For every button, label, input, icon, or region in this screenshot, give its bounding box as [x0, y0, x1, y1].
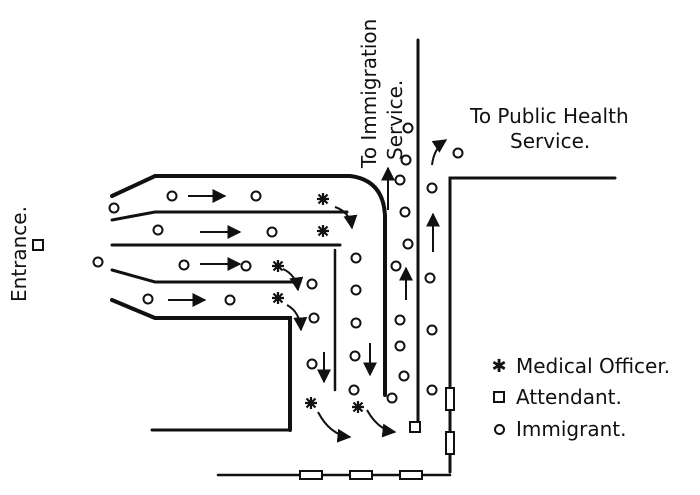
immigrant-icon [350, 317, 362, 329]
immigrant-icon [92, 256, 104, 268]
immigrant-icon [394, 340, 406, 352]
immigrant-icon [350, 252, 362, 264]
legend-medical-officer-text: Medical Officer. [516, 354, 671, 378]
to-immigration-label-line1: To Immigration [357, 18, 381, 168]
to-public-health-label-line2: Service. [510, 129, 591, 153]
immigrant-icon [426, 324, 438, 336]
medical-officer-icon [272, 292, 284, 304]
immigrant-icon [250, 190, 262, 202]
immigrant-icon [224, 294, 236, 306]
lane-divider-1 [110, 210, 349, 222]
flow-arrow [431, 139, 448, 166]
immigrants [92, 122, 464, 404]
immigrant-icon [394, 174, 406, 186]
door [399, 470, 423, 480]
public-health-wall [448, 176, 617, 474]
medical-officer-icon [317, 193, 329, 205]
attendants [32, 239, 421, 433]
flow-arrow [317, 411, 352, 443]
immigrant-icon [424, 272, 436, 284]
flow-arrow [334, 206, 358, 230]
lane-divider-3 [110, 268, 302, 284]
immigrant-icon [152, 224, 164, 236]
flow-arrows [168, 139, 448, 443]
entrance-bottom-wall [110, 298, 292, 432]
flow-arrow [282, 268, 304, 292]
door [445, 431, 455, 455]
medical-officer-legend-icon: ✱ [491, 355, 507, 377]
immigrant-icon [240, 260, 252, 272]
medical-officer-icon [272, 260, 284, 272]
immigrant-icon [452, 147, 464, 159]
to-immigration-label-line2: Service. [383, 79, 407, 160]
doors [299, 387, 455, 480]
medical-officer-icon [305, 397, 317, 409]
attendant-icon [32, 239, 44, 251]
legend-attendant: Attendant. [488, 384, 622, 410]
immigrant-icon [390, 260, 402, 272]
flow-arrow [286, 304, 308, 332]
immigrant-legend-icon [488, 419, 510, 440]
immigrant-icon [349, 350, 361, 362]
door [299, 470, 323, 480]
medical-officers [272, 193, 364, 413]
immigrant-icon [402, 238, 414, 250]
legend-attendant-text: Attendant. [516, 385, 622, 409]
attendant-icon [409, 421, 421, 433]
immigrant-icon [400, 154, 412, 166]
immigrant-icon [166, 190, 178, 202]
entrance-label: Entrance. [7, 206, 31, 302]
immigrant-icon [178, 259, 190, 271]
immigrant-icon [386, 392, 398, 404]
immigrant-icon [266, 226, 278, 238]
immigrant-icon [402, 122, 414, 134]
walls [110, 38, 617, 477]
medical-officer-icon [317, 225, 329, 237]
legend-immigrant-text: Immigrant. [516, 417, 627, 441]
immigrant-icon [306, 278, 318, 290]
immigrant-icon [399, 206, 411, 218]
immigrant-icon [426, 182, 438, 194]
legend-immigrant: Immigrant. [488, 416, 626, 442]
medical-officer-icon [352, 401, 364, 413]
door [349, 470, 373, 480]
immigrant-icon [426, 384, 438, 396]
immigrant-icon [398, 370, 410, 382]
legend-medical-officer: ✱ Medical Officer. [488, 353, 670, 379]
flow-arrow [366, 409, 397, 438]
immigrant-icon [348, 384, 360, 396]
immigrant-icon [394, 314, 406, 326]
attendant-legend-icon [488, 387, 510, 408]
immigrant-icon [108, 202, 120, 214]
immigrant-icon [306, 358, 318, 370]
door [445, 387, 455, 411]
immigrant-icon [308, 312, 320, 324]
immigrant-icon [350, 284, 362, 296]
to-public-health-label-line1: To Public Health [470, 104, 629, 128]
immigrant-icon [142, 293, 154, 305]
entrance-top-wall [110, 174, 387, 397]
